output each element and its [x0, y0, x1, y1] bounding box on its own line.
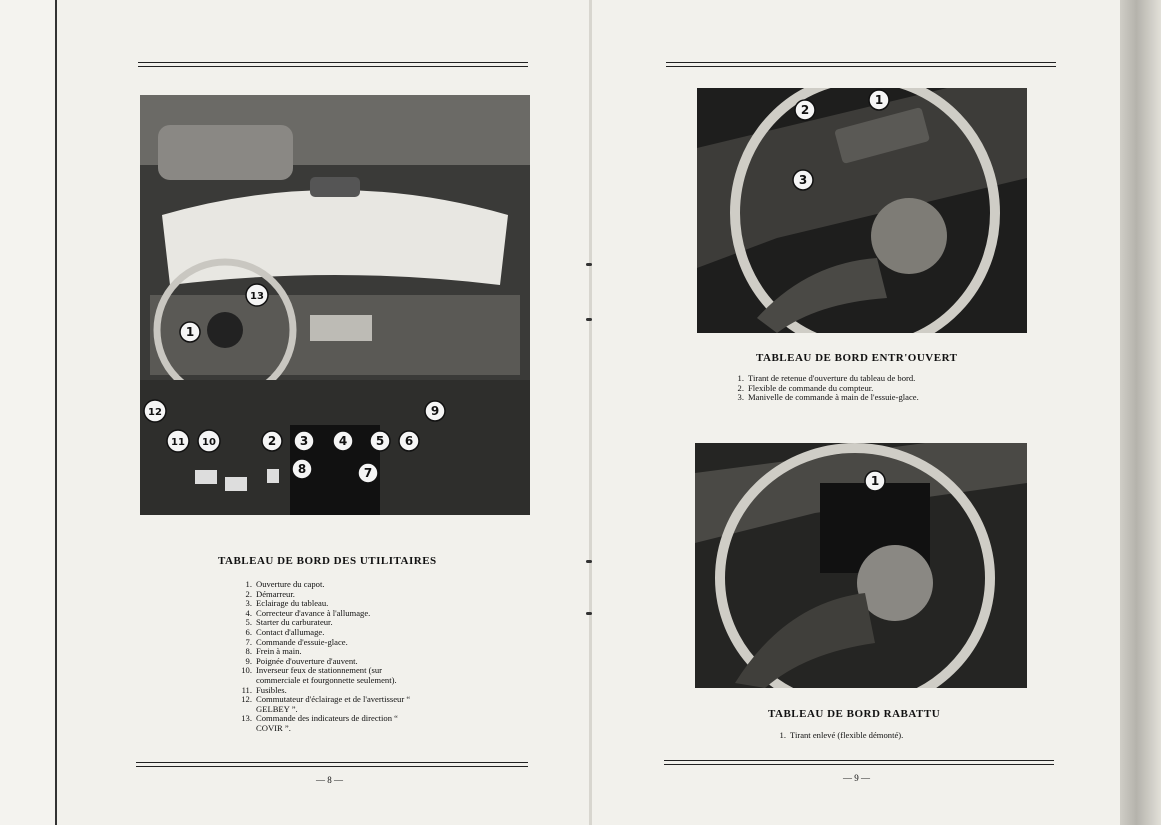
legend-item: 5.Starter du carburateur. [245, 617, 333, 628]
legend-item: 3.Manivelle de commande à main de l'essu… [737, 392, 919, 403]
callout-8: 8 [291, 458, 313, 480]
svg-text:3: 3 [799, 173, 807, 187]
legend-item: 13.Commande des indicateurs de direction… [241, 713, 398, 733]
callout-11: 11 [166, 429, 190, 453]
right-bottom-caption-title: TABLEAU DE BORD RABATTU [768, 708, 941, 720]
steering-wheel-folded-illustration: 1 [695, 443, 1027, 688]
callout-3: 3 [293, 430, 315, 452]
binding-mark [586, 612, 592, 615]
legend-item: 9.Poignée d'ouverture d'auvent. [245, 655, 358, 666]
legend-item: 7.Commande d'essuie-glace. [245, 636, 348, 647]
legend-item: 8.Frein à main. [245, 646, 302, 657]
svg-text:12: 12 [148, 407, 162, 418]
callout-2: 2 [794, 99, 816, 121]
dashboard-open-photo: 1 2 3 [697, 88, 1027, 333]
svg-text:4: 4 [339, 434, 347, 448]
callout-2: 2 [261, 430, 283, 452]
right-page-number: — 9 — [843, 773, 870, 783]
legend-item: 11.Fusibles. [241, 684, 287, 695]
right-bottom-legend: 1.Tirant enlevé (flexible démonté). [770, 730, 990, 741]
dashboard-folded-photo: 1 [695, 443, 1027, 688]
dashboard-photo: 1 2 3 4 5 6 7 8 9 10 11 12 13 [140, 95, 530, 515]
binding-mark [586, 318, 592, 321]
left-page-number: — 8 — [316, 775, 343, 785]
callout-10: 10 [197, 429, 221, 453]
legend-item: 2.Démarreur. [245, 588, 295, 599]
callout-13: 13 [245, 283, 269, 307]
left-legend: 1.Ouverture du capot. 2.Démarreur. 3.Ecl… [236, 579, 426, 734]
svg-text:1: 1 [871, 474, 879, 488]
callout-3: 3 [792, 169, 814, 191]
binding-edge [1120, 0, 1161, 825]
right-top-legend: 1.Tirant de retenue d'ouverture du table… [728, 373, 998, 403]
svg-text:6: 6 [405, 434, 413, 448]
svg-text:1: 1 [186, 325, 194, 339]
right-top-caption-title: TABLEAU DE BORD ENTR'OUVERT [756, 352, 958, 364]
legend-item: 1.Ouverture du capot. [245, 579, 325, 589]
svg-text:9: 9 [431, 404, 439, 418]
svg-text:2: 2 [801, 103, 809, 117]
steering-wheel-open-illustration: 1 2 3 [697, 88, 1027, 333]
callout-5: 5 [369, 430, 391, 452]
legend-item: 10.Inverseur feux de stationnement (sur … [241, 665, 397, 685]
legend-item: 1.Tirant enlevé (flexible démonté). [779, 730, 904, 740]
callout-1: 1 [179, 321, 201, 343]
dashboard-illustration: 1 2 3 4 5 6 7 8 9 10 11 12 13 [140, 95, 530, 515]
callout-1: 1 [864, 470, 886, 492]
svg-text:10: 10 [202, 437, 216, 448]
callout-6: 6 [398, 430, 420, 452]
legend-item: 4.Correcteur d'avance à l'allumage. [245, 607, 371, 618]
page-gutter [589, 0, 592, 825]
svg-text:5: 5 [376, 434, 384, 448]
legend-item: 6.Contact d'allumage. [245, 626, 325, 637]
callout-1: 1 [868, 89, 890, 111]
callout-4: 4 [332, 430, 354, 452]
left-top-rule [138, 62, 528, 67]
svg-text:11: 11 [171, 437, 185, 448]
callout-7: 7 [357, 462, 379, 484]
left-bottom-rule [136, 762, 528, 767]
right-bottom-rule [664, 760, 1054, 765]
svg-text:3: 3 [300, 434, 308, 448]
svg-text:1: 1 [875, 93, 883, 107]
legend-item: 3.Eclairage du tableau. [245, 598, 329, 609]
binding-mark [586, 263, 592, 266]
left-caption-title: TABLEAU DE BORD DES UTILITAIRES [218, 555, 437, 567]
callout-12: 12 [143, 399, 167, 423]
legend-item: 12.Commutateur d'éclairage et de l'avert… [241, 694, 411, 714]
binding-mark [586, 560, 592, 563]
right-top-rule [666, 62, 1056, 67]
svg-text:7: 7 [364, 466, 372, 480]
legend-item: 2.Flexible de commande du compteur. [737, 382, 874, 393]
legend-item: 1.Tirant de retenue d'ouverture du table… [737, 373, 916, 383]
svg-text:13: 13 [250, 291, 264, 302]
svg-text:2: 2 [268, 434, 276, 448]
callout-9: 9 [424, 400, 446, 422]
svg-text:8: 8 [298, 462, 306, 476]
